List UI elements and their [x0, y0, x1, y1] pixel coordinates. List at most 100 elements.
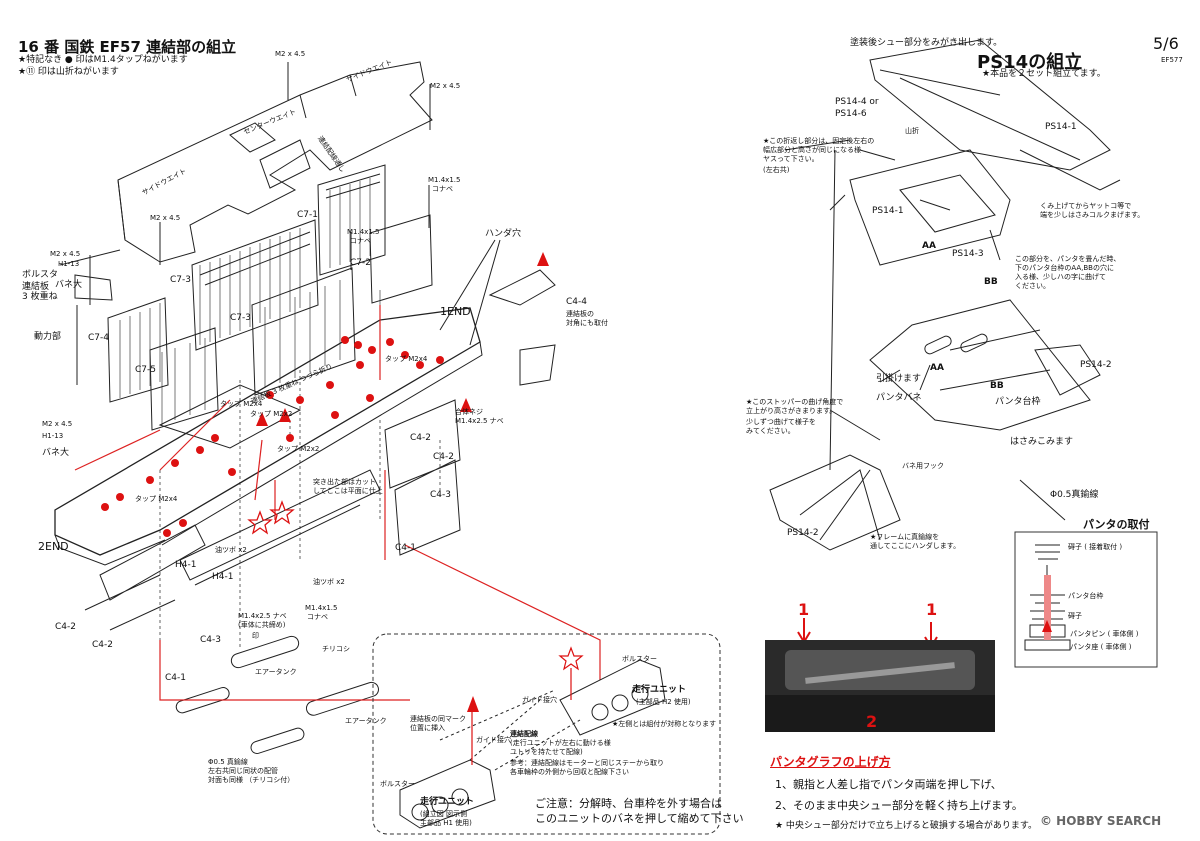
fold-note1: ★この折返し部分は、固定後左右の: [763, 137, 875, 145]
label-c7-2: C7-2: [350, 258, 371, 268]
mount-box: [1014, 531, 1158, 668]
label-c4-2a: C4-2: [410, 433, 431, 443]
raise-title: パンタグラフの上げ方: [770, 755, 891, 769]
label-m14-15: M1.4x1.5: [305, 604, 338, 612]
label-m14-25n: (車体に共締め): [238, 621, 286, 629]
label-panta-pin: パンタピン ( 車体側 ): [1070, 630, 1139, 638]
panta-note3: 入る様、少しハの字に曲げて: [1015, 273, 1106, 281]
photo-marker-1b: 1: [926, 600, 938, 619]
label-coupler-plate: 連結板: [22, 282, 50, 292]
label-c4-2c: C4-2: [55, 622, 76, 632]
label-ps14-6: PS14-6: [835, 109, 867, 119]
label-c4-3a: C4-3: [430, 490, 451, 500]
label-m2-top: M2 x 4.5: [275, 50, 306, 58]
frame-note2: 通してここにハンダします。: [870, 542, 961, 550]
inset-bolster-r: ボルスター: [622, 655, 657, 663]
label-wire05: Φ0.5真鍮線: [1050, 490, 1099, 500]
label-1end: 1END: [440, 305, 471, 318]
label-m14-a2: コナベ: [432, 185, 453, 193]
label-joint-screw: 合体ネジ: [455, 408, 483, 416]
label-c4-3b: C4-3: [200, 635, 221, 645]
label-h1-13: H1-13: [58, 260, 80, 268]
raise-caution: ★ 中央シュー部分だけで立ち上げると破損する場合があります。: [775, 821, 1038, 831]
raise-step-2: 2、そのまま中央シュー部分を軽く持ち上げます。: [775, 799, 1023, 812]
fold-note4: (左右共): [763, 166, 790, 174]
label-c7-3b: C7-3: [230, 313, 251, 323]
inset-wiring4: 参考：連結配線はモーターと同じステーから取り: [510, 759, 664, 767]
label-m14-b: M1.4x1.5: [347, 228, 380, 236]
label-m2-h1: M2 x 4.5: [50, 250, 81, 258]
label-c7-4: C7-4: [88, 333, 109, 343]
pinch-note1: くみ上げてからヤットコ等で: [1040, 202, 1132, 210]
label-ps14-2a: PS14-2: [1080, 360, 1112, 370]
label-joint-screw2: M1.4x2.5 ナベ: [455, 417, 504, 425]
body-panel-c7-1: [317, 164, 386, 276]
label-power: 動力部: [34, 332, 62, 342]
inset-caution1: ご注意：分解時、台車枠を外す場合は: [535, 797, 722, 810]
chassis-plate: [54, 307, 481, 556]
label-insulator1: 碍子 ( 接着取付 ): [1068, 543, 1123, 551]
inset-bolster-l: ボルスター: [380, 780, 415, 788]
label-m14-15n: コナベ: [307, 613, 328, 621]
label-c4-1a: C4-1: [395, 543, 416, 553]
pantograph-photo: [765, 640, 995, 732]
label-c7-5: C7-5: [135, 365, 156, 375]
label-wire-2: 左右共同じ同状の配管: [208, 767, 278, 775]
label-yamaori: 山折: [905, 127, 919, 135]
photo-marker-1a: 1: [798, 600, 810, 619]
inset-coupler-mark2: 位置に挿入: [410, 724, 445, 732]
inset-unit-l3: 主部品 H1 使用): [420, 819, 472, 827]
photo-marker-2: 2: [866, 712, 878, 731]
label-c4-4: C4-4: [566, 297, 587, 307]
body-panel-c7-2: [369, 214, 433, 304]
stopper-note2: 立上がり高さがきまります。: [746, 407, 837, 415]
page-title: 16 番 国鉄 EF57 連結部の組立: [18, 38, 237, 56]
fold-note2: 幅広部分と高さが同じになる様: [763, 146, 861, 154]
ps14-sub: ★本品を２セット組立てます。: [982, 69, 1106, 79]
label-panta-frame: パンタ台枠: [995, 397, 1041, 407]
note-fold: ★⑪ 印は山折ねがいます: [18, 67, 119, 77]
label-ps14-3: PS14-3: [952, 249, 984, 259]
label-ps14-2b: PS14-2: [787, 528, 819, 538]
label-ps14-1a: PS14-1: [1045, 122, 1077, 132]
panta-note1: この部分を、パンタを畳んだ時、: [1015, 255, 1121, 263]
note-tap: ★特記なき ● 印はM1.4タップねがいます: [18, 55, 188, 65]
label-aa2: AA: [930, 363, 944, 373]
panta-note2: 下のパンタ台枠のAA,BBの穴に: [1015, 264, 1114, 272]
label-2end: 2END: [38, 540, 69, 553]
label-stack: 3 枚重ね: [22, 292, 58, 302]
label-pull: 引掛けます: [876, 374, 922, 384]
label-tap-5: タップ M2x4: [135, 495, 178, 503]
inset-guide-hole: ガイド接穴: [522, 696, 557, 704]
label-bolster: ボルスタ: [22, 270, 59, 280]
inset-unit-r: 走行ユニット: [632, 685, 687, 695]
label-h4-1a: H4-1: [175, 560, 197, 570]
label-c4-4-note2: 対角にも取付: [566, 319, 608, 327]
label-cut-note2: してここは平面に仕上: [313, 487, 383, 495]
label-c4-2d: C4-2: [92, 640, 113, 650]
body-panel-c7-3a: [191, 219, 319, 351]
body-panel-c7-4: [107, 297, 169, 403]
label-m2-b: M2 x 4.5: [42, 420, 73, 428]
body-panel-c7-3b: [251, 267, 356, 396]
fold-note3: ヤスって下さい。: [763, 155, 819, 163]
raise-step-1: 1、親指と人差し指でパンタ両端を押し下げ、: [775, 778, 1002, 791]
mount-title: パンタの取付: [1083, 518, 1150, 531]
ps14-title: PS14の組立: [977, 52, 1083, 73]
inset-wiring2: (走行ユニットが左右に動ける様: [510, 739, 611, 747]
label-insulator2: 碍子: [1068, 612, 1082, 620]
label-tap-2: タップ M2x4: [385, 355, 428, 363]
panta-note4: ください。: [1015, 282, 1050, 290]
label-aa: AA: [922, 241, 936, 251]
label-m2-right: M2 x 4.5: [430, 82, 461, 90]
label-solder-hole: ハンダ穴: [485, 229, 522, 239]
label-m14-a: M1.4x1.5: [428, 176, 461, 184]
air-tank-b: [305, 681, 379, 716]
label-tap-4: タップ M2x2: [277, 445, 320, 453]
label-air-tank-a: エアータンク: [255, 668, 297, 676]
stopper-note1: ★このストッパーの曲げ角度で: [746, 398, 844, 406]
label-panta-spring: パンタバネ: [876, 393, 922, 403]
label-mark: 印: [252, 632, 259, 640]
inset-guide-hole2: ガイド接穴: [476, 736, 511, 744]
